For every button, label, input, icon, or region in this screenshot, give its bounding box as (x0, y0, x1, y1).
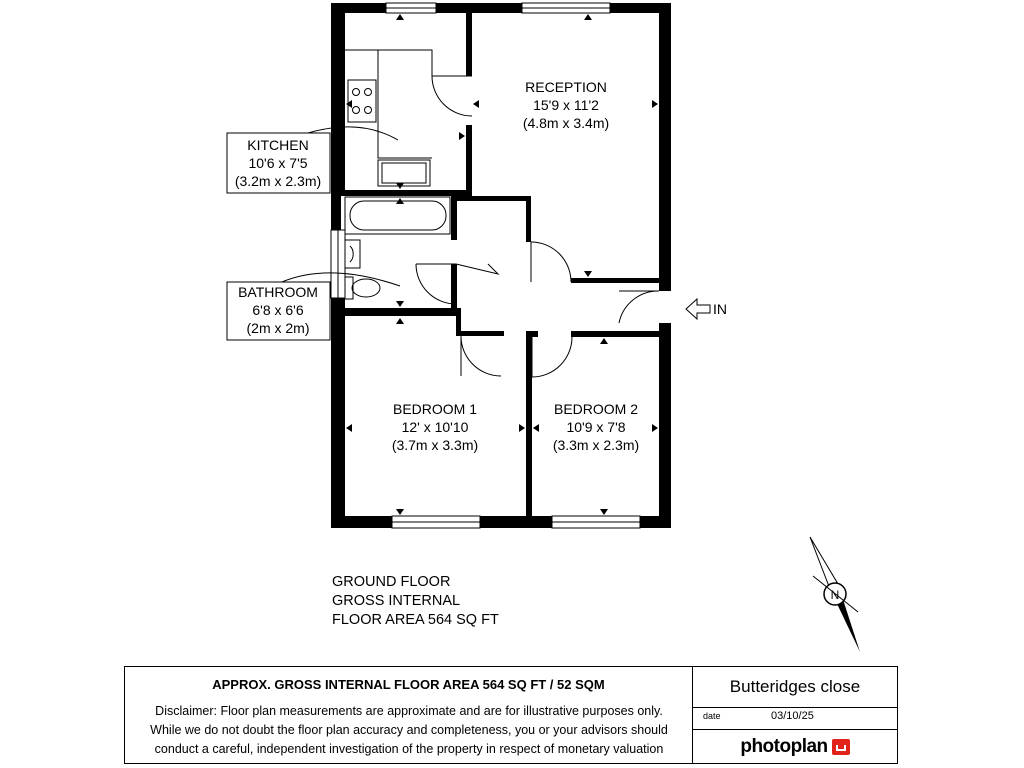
floor-info-line3: FLOOR AREA 564 SQ FT (332, 612, 499, 628)
dimension-markers (346, 14, 658, 515)
bathroom-dims-imperial: 6'8 x 6'6 (252, 302, 303, 318)
bedroom2-name: BEDROOM 2 (554, 401, 638, 417)
reception-dims-imperial: 15'9 x 11'2 (533, 97, 599, 113)
brand-name: photoplan (740, 736, 828, 757)
room-labels: KITCHEN 10'6 x 7'5 (3.2m x 2.3m) RECEPTI… (235, 79, 639, 453)
footer-disclaimer: Disclaimer: Floor plan measurements are … (131, 702, 687, 759)
compass-icon: N (809, 536, 860, 652)
footer-left: APPROX. GROSS INTERNAL FLOOR AREA 564 SQ… (125, 667, 693, 763)
kitchen-dims-metric: (3.2m x 2.3m) (235, 173, 321, 189)
callout-leaders (281, 126, 401, 287)
brand-logo: photoplan (693, 731, 897, 763)
compass-label: N (831, 588, 840, 602)
floor-info-line2: GROSS INTERNAL (332, 593, 460, 609)
disclaimer-line1: Disclaimer: Floor plan measurements are … (155, 704, 663, 718)
bedroom2-dims-metric: (3.3m x 2.3m) (553, 437, 639, 453)
bathroom-fittings (344, 196, 451, 300)
bedroom1-dims-metric: (3.7m x 3.3m) (392, 437, 478, 453)
entrance-label: IN (713, 301, 727, 317)
footer-headline: APPROX. GROSS INTERNAL FLOOR AREA 564 SQ… (212, 677, 605, 692)
property-address: Butteridges close (693, 667, 897, 708)
bathroom-name: BATHROOM (238, 284, 318, 300)
disclaimer-line2: While we do not doubt the floor plan acc… (150, 723, 668, 737)
bathroom-dims-metric: (2m x 2m) (247, 320, 310, 336)
photoplan-logo-icon (831, 739, 850, 755)
bedroom1-dims-imperial: 12' x 10'10 (402, 419, 469, 435)
reception-name: RECEPTION (525, 79, 607, 95)
windows (330, 2, 641, 529)
bedroom1-name: BEDROOM 1 (393, 401, 477, 417)
disclaimer-line3: conduct a careful, independent investiga… (154, 742, 664, 756)
internal-walls (331, 13, 659, 516)
kitchen-name: KITCHEN (247, 137, 308, 153)
kitchen-fittings (345, 49, 433, 187)
door-swings (415, 75, 660, 378)
date-row: date 03/10/25 (693, 707, 897, 730)
kitchen-dims-imperial: 10'6 x 7'5 (248, 155, 307, 171)
floor-info-line1: GROUND FLOOR (332, 574, 450, 590)
floor-info: GROUND FLOOR GROSS INTERNAL FLOOR AREA 5… (332, 574, 499, 628)
callout-boxes (226, 132, 331, 341)
date-label: date (703, 711, 721, 721)
date-value: 03/10/25 (771, 710, 814, 722)
footer-panel: APPROX. GROSS INTERNAL FLOOR AREA 564 SQ… (124, 666, 898, 764)
entrance-arrow-icon (685, 297, 711, 321)
bedroom2-dims-imperial: 10'9 x 7'8 (566, 419, 625, 435)
footer-right: Butteridges close date 03/10/25 photopla… (693, 667, 897, 763)
reception-dims-metric: (4.8m x 3.4m) (523, 115, 609, 131)
